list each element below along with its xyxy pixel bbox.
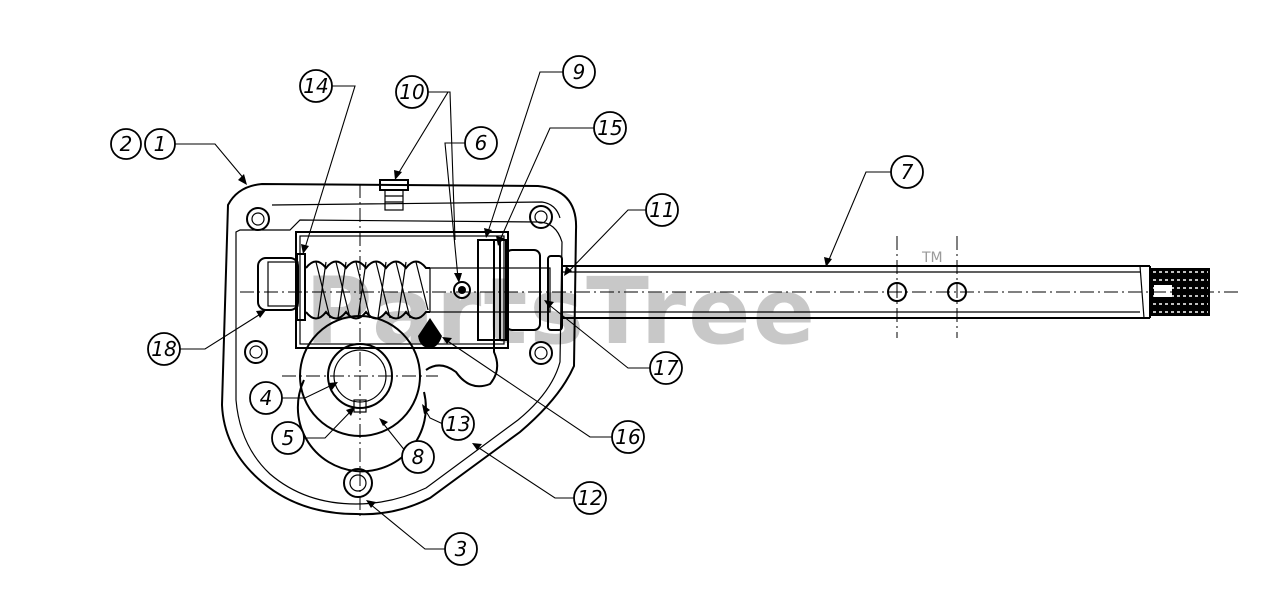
- oil-seal: [547, 255, 563, 331]
- svg-text:14: 14: [303, 74, 328, 98]
- gearbox-housing-inner: [235, 219, 563, 505]
- callout-12: 12: [573, 481, 607, 515]
- roll-pin: [453, 281, 471, 299]
- bearing-end-inner: [267, 261, 299, 307]
- svg-text:16: 16: [615, 425, 640, 449]
- svg-text:8: 8: [412, 445, 425, 469]
- svg-text:12: 12: [577, 486, 602, 510]
- svg-text:18: 18: [151, 337, 176, 361]
- svg-text:2: 2: [120, 132, 133, 156]
- gearbox-housing-outer: [220, 182, 578, 516]
- worm-cavity-inner: [299, 235, 505, 345]
- thrust-washer: [296, 253, 306, 321]
- callout-17: 17: [649, 351, 683, 385]
- callout-14: 14: [299, 69, 333, 103]
- svg-text:6: 6: [475, 131, 488, 155]
- center-lines: [240, 184, 1238, 520]
- callout-7: 7: [890, 155, 924, 189]
- svg-text:3: 3: [455, 537, 468, 561]
- housing-top-rib: [271, 201, 561, 219]
- leader-lines: [175, 71, 891, 550]
- housing-boss: [425, 338, 499, 388]
- svg-text:7: 7: [901, 160, 914, 184]
- svg-text:13: 13: [445, 412, 470, 436]
- svg-text:4: 4: [260, 386, 273, 410]
- svg-text:17: 17: [653, 356, 679, 380]
- mounting-bolts: [244, 205, 553, 498]
- callout-2: 2: [110, 128, 142, 160]
- bearing-end: [257, 257, 299, 311]
- callout-6: 6: [464, 126, 498, 160]
- callout-10: 10: [395, 75, 429, 109]
- svg-text:15: 15: [597, 116, 622, 140]
- watermark-trademark: TM: [921, 250, 943, 266]
- worm-thread: [305, 260, 430, 320]
- svg-text:11: 11: [649, 198, 674, 222]
- callout-18: 18: [147, 332, 181, 366]
- callout-4: 4: [249, 381, 283, 415]
- svg-text:1: 1: [154, 132, 167, 156]
- callout-9: 9: [562, 55, 596, 89]
- callout-8: 8: [401, 440, 435, 474]
- grease-fitting: [418, 318, 442, 348]
- roll-pin-center: [458, 286, 466, 294]
- callout-15: 15: [593, 111, 627, 145]
- svg-text:9: 9: [573, 60, 586, 84]
- callout-13: 13: [441, 407, 475, 441]
- svg-text:5: 5: [282, 426, 295, 450]
- bearing-sleeve: [505, 249, 541, 331]
- callout-11: 11: [645, 193, 679, 227]
- callout-1: 1: [144, 128, 176, 160]
- shaft-inner-section: [429, 267, 551, 313]
- vent-plug: [379, 179, 409, 211]
- svg-text:10: 10: [399, 80, 424, 104]
- callout-5: 5: [271, 421, 305, 455]
- callout-3: 3: [444, 532, 478, 566]
- callout-16: 16: [611, 420, 645, 454]
